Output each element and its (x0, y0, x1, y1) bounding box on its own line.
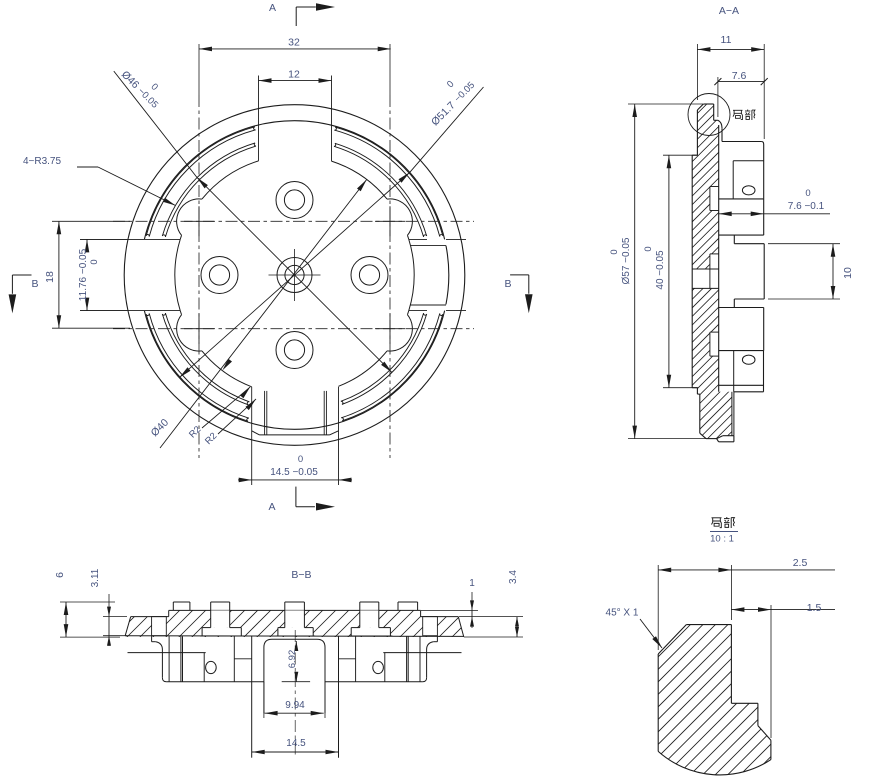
svg-text:7.6 −0.1: 7.6 −0.1 (788, 201, 825, 212)
svg-text:14.5 −0.05: 14.5 −0.05 (270, 467, 318, 478)
svg-text:3.4: 3.4 (508, 570, 519, 584)
svg-text:9.94: 9.94 (285, 700, 305, 711)
svg-text:10 : 1: 10 : 1 (710, 534, 734, 545)
svg-text:12: 12 (288, 69, 300, 81)
svg-text:A−A: A−A (719, 5, 739, 17)
svg-text:11.76 −0.05: 11.76 −0.05 (78, 248, 89, 301)
svg-text:0: 0 (445, 79, 457, 91)
svg-text:A: A (268, 501, 275, 513)
svg-text:0: 0 (89, 259, 100, 264)
svg-text:0: 0 (149, 81, 161, 93)
svg-text:0: 0 (643, 246, 654, 251)
svg-text:10: 10 (842, 267, 854, 279)
svg-text:B: B (505, 278, 512, 290)
svg-text:Ø57 −0.05: Ø57 −0.05 (621, 237, 632, 284)
svg-text:18: 18 (44, 271, 56, 283)
svg-text:2.5: 2.5 (793, 557, 808, 569)
svg-text:6.92: 6.92 (287, 650, 298, 669)
svg-text:40 −0.05: 40 −0.05 (655, 250, 666, 290)
svg-text:B−B: B−B (291, 569, 311, 581)
svg-text:0: 0 (609, 249, 620, 254)
svg-text:45° X 1: 45° X 1 (606, 608, 639, 619)
svg-text:4−R3.75: 4−R3.75 (23, 156, 62, 167)
svg-text:1: 1 (469, 578, 475, 589)
svg-text:B: B (32, 278, 39, 290)
svg-text:1.5: 1.5 (807, 602, 822, 614)
svg-text:0: 0 (805, 188, 810, 199)
svg-text:32: 32 (288, 37, 300, 49)
svg-text:14.5: 14.5 (286, 738, 306, 749)
svg-text:A: A (269, 2, 276, 14)
svg-text:6: 6 (54, 572, 66, 578)
svg-text:11: 11 (721, 34, 732, 46)
svg-text:3.11: 3.11 (90, 568, 101, 587)
svg-text:7.6: 7.6 (732, 70, 747, 82)
svg-text:0: 0 (298, 454, 303, 465)
